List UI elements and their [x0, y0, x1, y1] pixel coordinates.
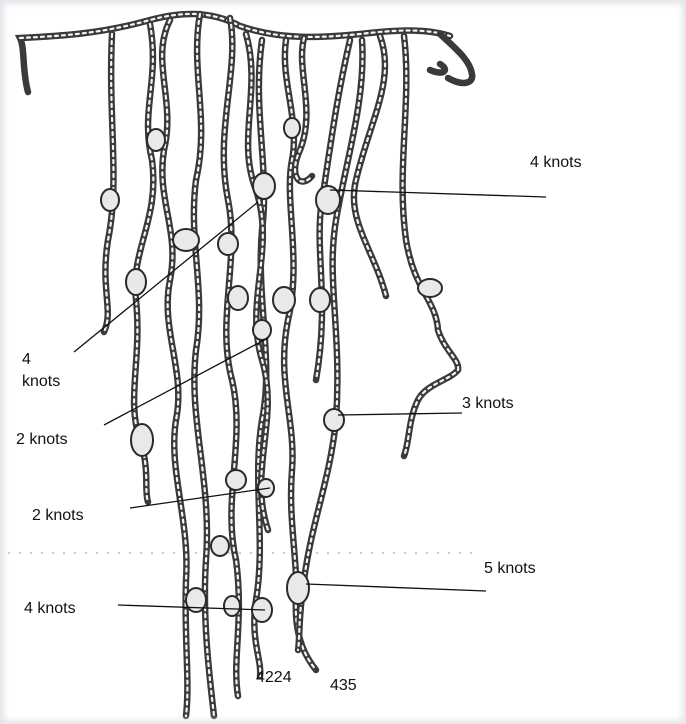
number-4224: 4224	[256, 668, 292, 688]
label-four-knots-left-upper-number: 4	[22, 350, 31, 370]
label-four-knots-left-bottom: 4 knots	[24, 599, 76, 619]
label-four-knots-top-right: 4 knots	[530, 153, 582, 173]
label-four-knots-left-upper-word: knots	[22, 372, 60, 392]
leader-line-right-lower	[306, 584, 486, 591]
label-two-knots-left-middle: 2 knots	[16, 430, 68, 450]
leader-line-right-middle	[338, 413, 462, 415]
pendant-cords	[104, 14, 458, 716]
number-435: 435	[330, 676, 357, 696]
leader-line-top-right	[330, 190, 546, 197]
label-three-knots-right: 3 knots	[462, 394, 514, 414]
leader-line-left-middle	[104, 338, 268, 425]
leader-line-left-lower	[130, 488, 270, 508]
label-five-knots-right: 5 knots	[484, 559, 536, 579]
label-two-knots-left-lower: 2 knots	[32, 506, 84, 526]
